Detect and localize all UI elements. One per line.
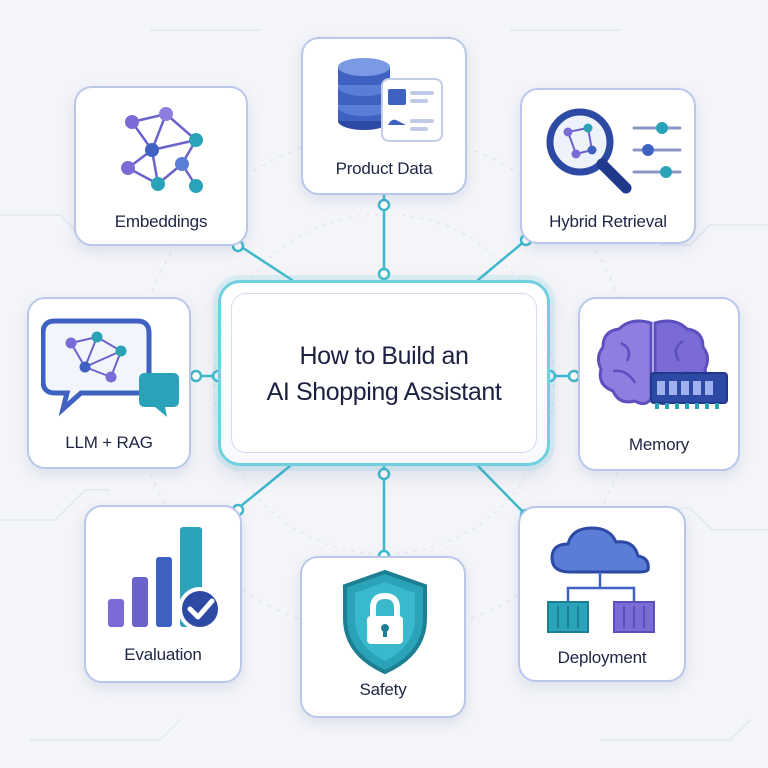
safety-card[interactable]: Safety bbox=[300, 556, 466, 718]
center-title-inner: How to Build an AI Shopping Assistant bbox=[231, 293, 537, 453]
chat-network-icon bbox=[41, 318, 179, 417]
database-icon bbox=[338, 58, 443, 142]
magnifier-sliders-icon bbox=[546, 108, 682, 194]
llm-rag-label: LLM + RAG bbox=[65, 433, 153, 452]
brain-chip-icon bbox=[596, 319, 728, 409]
memory-card[interactable]: Memory bbox=[578, 297, 740, 471]
network-graph-icon bbox=[121, 107, 203, 193]
product-data-label: Product Data bbox=[335, 159, 433, 178]
embeddings-label: Embeddings bbox=[114, 212, 208, 231]
hybrid-retrieval-card[interactable]: Hybrid Retrieval bbox=[520, 88, 696, 244]
deployment-label: Deployment bbox=[557, 648, 647, 667]
hybrid-retrieval-label: Hybrid Retrieval bbox=[549, 212, 667, 231]
embeddings-card[interactable]: Embeddings bbox=[74, 86, 248, 246]
memory-label: Memory bbox=[628, 435, 690, 454]
shield-lock-icon bbox=[343, 569, 427, 675]
evaluation-label: Evaluation bbox=[124, 645, 202, 664]
center-title-box: How to Build an AI Shopping Assistant bbox=[218, 280, 550, 466]
cloud-containers-icon bbox=[547, 526, 655, 633]
llm-rag-card[interactable]: LLM + RAG bbox=[27, 297, 191, 469]
bar-chart-check-icon bbox=[108, 527, 222, 631]
title-line-2: AI Shopping Assistant bbox=[266, 378, 502, 406]
evaluation-card[interactable]: Evaluation bbox=[84, 505, 242, 683]
product-data-card[interactable]: Product Data bbox=[301, 37, 467, 195]
safety-label: Safety bbox=[359, 680, 407, 699]
title-line-1: How to Build an bbox=[299, 342, 469, 370]
deployment-card[interactable]: Deployment bbox=[518, 506, 686, 682]
